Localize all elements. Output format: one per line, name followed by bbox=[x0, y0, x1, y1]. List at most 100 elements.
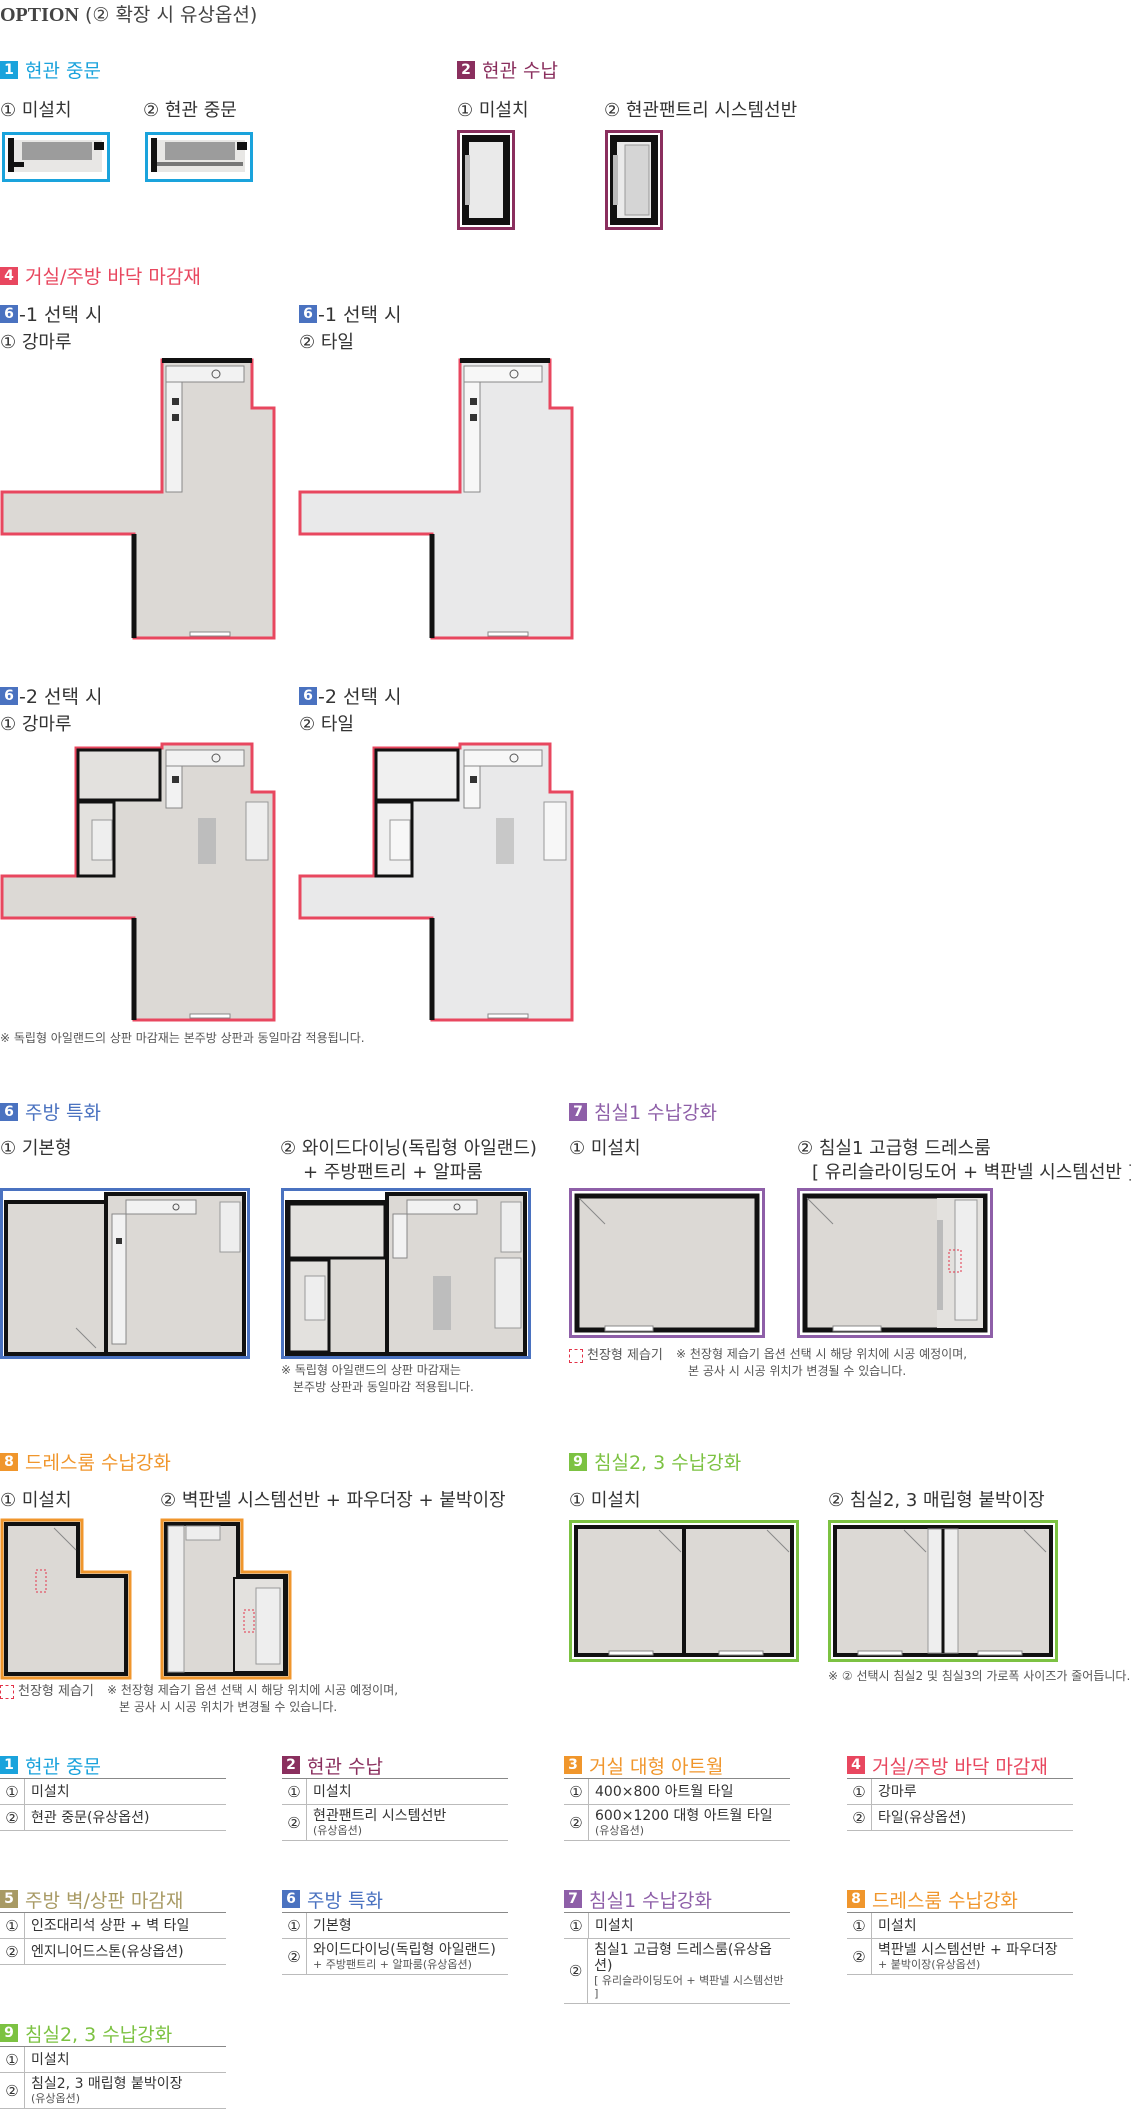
summary-table-row: ① 미설치 bbox=[0, 1779, 226, 1805]
option-label: ① 기본형 bbox=[0, 1138, 72, 1159]
section-number-badge: 6 bbox=[282, 1890, 300, 1908]
section-number-badge: 7 bbox=[564, 1890, 582, 1908]
option-number: ② bbox=[0, 1939, 25, 1964]
option-text: 미설치 bbox=[878, 1917, 917, 1934]
section-floor-finish: 4 거실/주방 바닥 마감재 bbox=[0, 262, 201, 289]
option-number: ② bbox=[282, 1805, 307, 1840]
bedroom1-plan-none bbox=[569, 1188, 765, 1338]
bedroom23-plan-none bbox=[569, 1520, 799, 1662]
option-text: 벽판넬 시스템선반 + 파우더장+ 붙박이장(유상옵션) bbox=[878, 1942, 1058, 1971]
option-label: ① 강마루 bbox=[0, 714, 72, 735]
variant-heading: 6-2 선택 시 bbox=[0, 682, 102, 709]
section-title: 침실1 수납강화 bbox=[594, 1102, 718, 1124]
summary-table-header: 4 거실/주방 바닥 마감재 bbox=[847, 1752, 1073, 1779]
section-title: 현관 수납 bbox=[482, 60, 558, 82]
section-number-badge: 9 bbox=[569, 1452, 587, 1471]
footnote: 본 공사 시 시공 위치가 변경될 수 있습니다. bbox=[119, 1700, 338, 1714]
summary-table-header: 6 주방 특화 bbox=[282, 1886, 508, 1913]
option-text: 인조대리석 상판 + 벽 타일 bbox=[31, 1917, 190, 1934]
option-text: 600×1200 대형 아트월 타일(유상옵션) bbox=[595, 1808, 773, 1837]
option-text: 엔지니어드스톤(유상옵션) bbox=[31, 1943, 184, 1960]
option-label: ① 미설치 bbox=[569, 1138, 641, 1159]
section-entrance-storage: 2 현관 수납 bbox=[457, 56, 558, 83]
option-text: 와이드다이닝(독립형 아일랜드)+ 주방팬트리 + 알파룸(유상옵션) bbox=[313, 1942, 496, 1971]
summary-table-title: 주방 특화 bbox=[307, 1889, 383, 1912]
option-number: ② bbox=[0, 2073, 25, 2108]
option-number: ② bbox=[0, 1805, 25, 1830]
entrance-plan-door bbox=[145, 132, 253, 182]
footnote: ※ ② 선택시 침실2 및 침실3의 가로폭 사이즈가 줄어듭니다. bbox=[828, 1669, 1131, 1683]
section-number-badge: 6 bbox=[0, 1102, 18, 1121]
storage-plan-pantry bbox=[605, 130, 663, 230]
floor-plan-6-1-wood bbox=[0, 358, 276, 640]
section-number-badge: 8 bbox=[0, 1452, 18, 1471]
option-label: ② 침실1 고급형 드레스룸 bbox=[797, 1138, 991, 1159]
option-label: ② 침실2, 3 매립형 붙박이장 bbox=[828, 1490, 1045, 1511]
option-label: ① 미설치 bbox=[0, 100, 72, 121]
section-number-badge: 4 bbox=[847, 1756, 865, 1774]
dressroom-plan-system bbox=[160, 1518, 292, 1680]
summary-table-title: 현관 중문 bbox=[25, 1755, 101, 1778]
option-text: 미설치 bbox=[595, 1917, 634, 1934]
option-text: 미설치 bbox=[31, 1783, 70, 1800]
option-text: 미설치 bbox=[313, 1783, 352, 1800]
option-label: ① 미설치 bbox=[569, 1490, 641, 1511]
section-title: 주방 특화 bbox=[25, 1102, 101, 1124]
section-number-badge: 4 bbox=[0, 266, 18, 285]
option-number: ② bbox=[564, 1805, 589, 1840]
section-number-badge: 2 bbox=[457, 60, 475, 79]
option-label: ② 벽판넬 시스템선반 + 파우더장 + 붙박이장 bbox=[160, 1490, 506, 1511]
option-number: ① bbox=[847, 1913, 872, 1938]
option-label: ① 미설치 bbox=[457, 100, 529, 121]
dressroom-plan-none bbox=[0, 1518, 132, 1680]
option-label: ② 현관 중문 bbox=[143, 100, 237, 121]
summary-table-row: ② 엔지니어드스톤(유상옵션) bbox=[0, 1939, 226, 1965]
option-text: 현관팬트리 시스템선반(유상옵션) bbox=[313, 1808, 447, 1837]
storage-plan-none bbox=[457, 130, 515, 230]
ceiling-dehumidifier-legend: 천장형 제습기 bbox=[569, 1348, 663, 1364]
section-title: 거실/주방 바닥 마감재 bbox=[25, 266, 201, 288]
option-number: ① bbox=[847, 1779, 872, 1804]
summary-table-title: 드레스룸 수납강화 bbox=[872, 1889, 1018, 1912]
option-text: 타일(유상옵션) bbox=[878, 1809, 967, 1826]
footnote: 본 공사 시 시공 위치가 변경될 수 있습니다. bbox=[688, 1364, 907, 1378]
option-number: ② bbox=[282, 1939, 307, 1974]
summary-table-title: 주방 벽/상판 마감재 bbox=[25, 1889, 184, 1912]
option-label: [ 유리슬라이딩도어 + 벽판넬 시스템선반 ] bbox=[812, 1162, 1131, 1183]
summary-table-title: 거실/주방 바닥 마감재 bbox=[872, 1755, 1048, 1778]
page-title: OPTION (② 확장 시 유상옵션) bbox=[0, 4, 258, 26]
kitchen-plan-basic bbox=[0, 1188, 250, 1360]
footnote: ※ 독립형 아일랜드의 상판 마감재는 bbox=[281, 1363, 461, 1377]
option-number: ① bbox=[0, 1779, 25, 1804]
variant-heading: 6-2 선택 시 bbox=[299, 682, 401, 709]
option-label: ② 타일 bbox=[299, 332, 354, 353]
summary-table-title: 침실2, 3 수납강화 bbox=[25, 2023, 173, 2046]
section-title: 침실2, 3 수납강화 bbox=[594, 1452, 742, 1474]
option-number: ① bbox=[564, 1779, 589, 1804]
